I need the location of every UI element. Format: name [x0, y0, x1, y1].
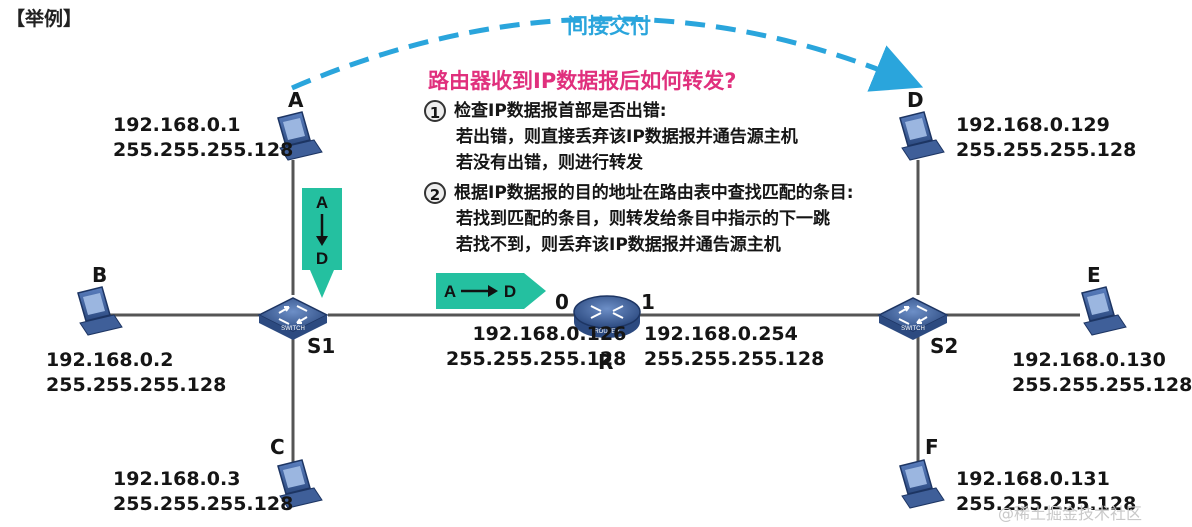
router-port-0-label: 0 [555, 290, 569, 314]
switch-label-s2: S2 [930, 334, 959, 358]
step-1: 1 检查IP数据报首部是否出错: 若出错，则直接丢弃该IP数据报并通告源主机 若没… [424, 98, 798, 176]
router-port-1-label: 1 [641, 290, 655, 314]
router-icon[interactable]: ROUTER [573, 295, 641, 338]
question-title: 路由器收到IP数据报后如何转发? [428, 69, 737, 93]
host-b-mask: 255.255.255.128 [46, 374, 227, 396]
packet-horizontal: A D [436, 273, 546, 309]
host-label-b: B [92, 263, 108, 287]
host-f-mask: 255.255.255.128 [956, 493, 1137, 515]
packet-vertical-from: A [316, 193, 328, 212]
links [110, 160, 1080, 465]
host-c-ip: 192.168.0.3 [113, 468, 241, 490]
pc-icon-d[interactable] [899, 111, 945, 161]
host-f-ip: 192.168.0.131 [956, 468, 1110, 490]
host-e-ip: 192.168.0.130 [1012, 349, 1166, 371]
host-a-ip: 192.168.0.1 [113, 114, 241, 136]
host-d-mask: 255.255.255.128 [956, 139, 1137, 161]
pc-icon-c[interactable] [277, 459, 323, 509]
host-label-c: C [270, 435, 285, 459]
host-a-mask: 255.255.255.128 [113, 139, 294, 161]
host-b-address: 192.168.0.2 255.255.255.128 [46, 348, 226, 398]
packet-horizontal-to: D [504, 282, 516, 301]
host-label-d: D [907, 88, 924, 112]
host-label-f: F [925, 435, 939, 459]
host-label-e: E [1087, 263, 1101, 287]
step-2-line-2: 若找不到，则丢弃该IP数据报并通告源主机 [456, 235, 781, 255]
step-1-line-1: 若出错，则直接丢弃该IP数据报并通告源主机 [456, 127, 798, 147]
host-c-address: 192.168.0.3 255.255.255.128 [113, 467, 293, 517]
host-e-address: 192.168.0.130 255.255.255.128 [1012, 348, 1192, 398]
packet-vertical-to: D [316, 249, 328, 268]
example-tag: 【举例】 [6, 8, 83, 30]
step-1-number: 1 [424, 100, 446, 122]
step-1-title: 检查IP数据报首部是否出错: [454, 101, 667, 121]
packet-horizontal-from: A [444, 282, 456, 301]
network-diagram: SWITCH SWITCH ROUTER A D [77, 16, 1127, 509]
host-c-mask: 255.255.255.128 [113, 493, 294, 515]
switch-s1-icon-text: SWITCH [281, 326, 305, 332]
pc-icon-e[interactable] [1081, 286, 1127, 336]
switch-icon-s2[interactable]: SWITCH [877, 297, 949, 340]
step-2-title: 根据IP数据报的目的地址在路由表中查找匹配的条目: [454, 183, 854, 203]
router-port-1-mask: 255.255.255.128 [644, 348, 825, 370]
host-label-a: A [288, 88, 304, 112]
switch-label-s1: S1 [307, 334, 336, 358]
switch-icon-s1[interactable]: SWITCH [257, 297, 329, 340]
pc-icon-a[interactable] [277, 111, 323, 161]
watermark: @稀土掘金技术社区 [998, 504, 1143, 523]
router-icon-text: ROUTER [594, 329, 620, 335]
pc-icon-f[interactable] [899, 459, 945, 509]
router-port-0-address: 192.168.0.126 255.255.255.128 [446, 322, 626, 372]
step-2-line-1: 若找到匹配的条目，则转发给条目中指示的下一跳 [456, 209, 830, 229]
host-f-address: 192.168.0.131 255.255.255.128 [956, 467, 1136, 517]
host-d-ip: 192.168.0.129 [956, 114, 1110, 136]
router-port-0-mask: 255.255.255.128 [446, 348, 627, 370]
router-port-1-address: 192.168.0.254 255.255.255.128 [644, 322, 824, 372]
router-port-0-ip: 192.168.0.126 [472, 323, 627, 345]
indirect-delivery-arrow [291, 16, 924, 92]
step-2-number: 2 [424, 182, 446, 204]
switch-s2-icon-text: SWITCH [901, 326, 925, 332]
step-1-line-2: 若没有出错，则进行转发 [456, 153, 643, 173]
host-e-mask: 255.255.255.128 [1012, 374, 1192, 396]
host-a-address: 192.168.0.1 255.255.255.128 [113, 113, 293, 163]
router-label: R [598, 350, 614, 374]
indirect-delivery-label: 间接交付 [567, 14, 651, 38]
router-port-1-ip: 192.168.0.254 [644, 323, 798, 345]
step-2: 2 根据IP数据报的目的地址在路由表中查找匹配的条目: 若找到匹配的条目，则转发给… [424, 180, 854, 258]
pc-icon-b[interactable] [77, 286, 123, 336]
host-b-ip: 192.168.0.2 [46, 349, 174, 371]
host-d-address: 192.168.0.129 255.255.255.128 [956, 113, 1136, 163]
packet-vertical: A D [302, 188, 342, 298]
